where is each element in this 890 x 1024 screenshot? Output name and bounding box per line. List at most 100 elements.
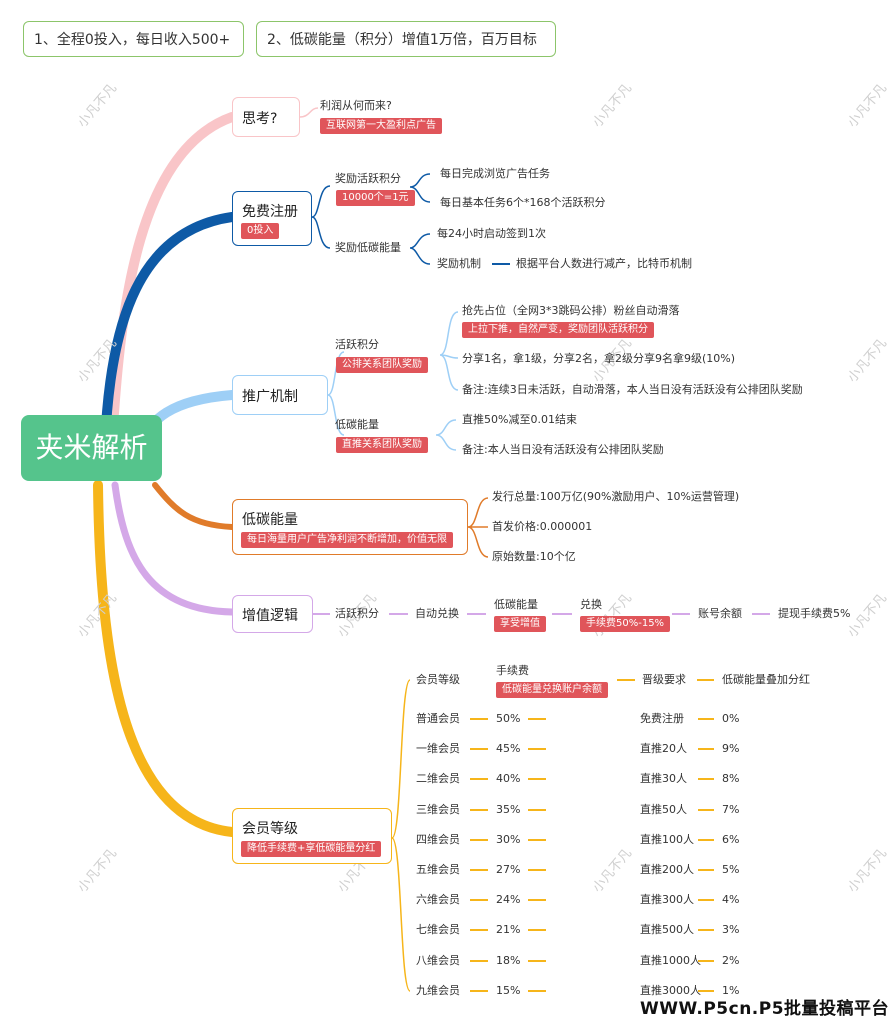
member-row-fee: 18%	[496, 954, 521, 967]
reg-active-item: 每日基本任务6个*168个活跃积分	[440, 196, 606, 209]
node-promo[interactable]: 推广机制	[232, 375, 328, 415]
member-row-level: 七维会员	[416, 923, 460, 936]
member-row-req: 直推1000人	[640, 954, 701, 967]
member-row-level: 九维会员	[416, 984, 460, 997]
member-row-req: 直推200人	[640, 863, 694, 876]
promo-a2: 分享1名，拿1级，分享2名，拿2级分享9名拿9级(10%)	[462, 352, 736, 365]
member-row-bonus: 5%	[722, 863, 740, 876]
member-row-level: 普通会员	[416, 712, 460, 725]
value-flow-energy-tag: 享受增值	[494, 616, 546, 632]
think-tag: 互联网第一大盈利点广告	[320, 118, 442, 134]
promo-active-label: 活跃积分	[335, 338, 379, 351]
member-row-bonus: 9%	[722, 742, 740, 755]
value-flow-active: 活跃积分	[335, 607, 379, 620]
promo-a3: 备注:连续3日未活跃，自动滑落，本人当日没有活跃没有公排团队奖励	[462, 383, 803, 396]
node-member-tag: 降低手续费+享低碳能量分红	[241, 841, 382, 857]
value-flow-withdraw: 提现手续费5%	[778, 607, 851, 620]
node-energy-title: 低碳能量	[242, 512, 298, 528]
promo-low-label: 低碳能量	[335, 418, 379, 431]
value-flow-energy: 低碳能量	[494, 598, 538, 611]
member-row-level: 一维会员	[416, 742, 460, 755]
think-question: 利润从何而来?	[320, 99, 392, 112]
promo-l1: 直推50%减至0.01结束	[462, 413, 577, 426]
reg-low-mech-desc: 根据平台人数进行减产，比特币机制	[516, 257, 692, 270]
member-row-req: 直推100人	[640, 833, 694, 846]
promo-a1: 抢先占位（全网3*3跳码公排）粉丝自动滑落	[462, 304, 680, 317]
member-row-bonus: 7%	[722, 803, 740, 816]
node-reg-tag: 0投入	[241, 223, 280, 239]
node-energy-tag: 每日海量用户广告净利润不断增加，价值无限	[241, 532, 453, 548]
promo-active-tag: 公排关系团队奖励	[336, 357, 428, 373]
member-row-req: 直推300人	[640, 893, 694, 906]
header-item-1: 1、全程0投入，每日收入500+	[23, 21, 244, 57]
node-think-title: 思考?	[242, 111, 278, 127]
reg-active-item: 每日完成浏览广告任务	[440, 167, 550, 180]
member-row-fee: 21%	[496, 923, 521, 936]
footer-watermark: WWW.P5cn.P5批量投稿平台	[640, 999, 890, 1019]
energy-item: 发行总量:100万亿(90%激励用户、10%运营管理)	[492, 490, 740, 503]
branch-reg	[100, 212, 237, 450]
member-row-req: 直推20人	[640, 742, 687, 755]
member-row-req: 直推30人	[640, 772, 687, 785]
member-row-fee: 24%	[496, 893, 521, 906]
promo-l2: 备注:本人当日没有活跃没有公排团队奖励	[462, 443, 664, 456]
node-value-title: 增值逻辑	[242, 608, 298, 624]
member-row-bonus: 2%	[722, 954, 740, 967]
member-head-fee-tag: 低碳能量兑换账户余额	[496, 682, 608, 698]
member-head-fee: 手续费	[496, 664, 529, 677]
value-flow-redeem-tag: 手续费50%-15%	[580, 616, 671, 632]
node-member-title: 会员等级	[242, 821, 298, 837]
branch-energy	[152, 482, 235, 530]
member-head-level: 会员等级	[416, 673, 460, 686]
member-row-level: 二维会员	[416, 772, 460, 785]
member-row-fee: 30%	[496, 833, 521, 846]
node-reg-title: 免费注册	[242, 204, 298, 220]
member-row-fee: 45%	[496, 742, 521, 755]
member-row-bonus: 6%	[722, 833, 740, 846]
node-member[interactable]: 会员等级 降低手续费+享低碳能量分红	[232, 808, 392, 864]
node-energy[interactable]: 低碳能量 每日海量用户广告净利润不断增加，价值无限	[232, 499, 468, 555]
member-row-fee: 50%	[496, 712, 521, 725]
member-head-bonus: 低碳能量叠加分红	[722, 673, 810, 686]
promo-a1-tag: 上拉下推，自然严变，奖励团队活跃积分	[462, 322, 654, 338]
member-head-req: 晋级要求	[642, 673, 686, 686]
energy-item: 原始数量:10个亿	[492, 550, 576, 563]
member-row-bonus: 1%	[722, 984, 740, 997]
node-reg[interactable]: 免费注册 0投入	[232, 191, 312, 246]
value-flow-redeem: 兑换	[580, 598, 602, 611]
member-row-bonus: 0%	[722, 712, 740, 725]
value-flow-exchange: 自动兑换	[415, 607, 459, 620]
branch-member	[93, 480, 237, 837]
member-row-req: 直推3000人	[640, 984, 701, 997]
member-row-fee: 27%	[496, 863, 521, 876]
member-row-req: 免费注册	[640, 712, 684, 725]
member-row-level: 六维会员	[416, 893, 460, 906]
node-promo-title: 推广机制	[242, 389, 298, 405]
member-row-level: 三维会员	[416, 803, 460, 816]
member-row-req: 直推500人	[640, 923, 694, 936]
root-node[interactable]: 夹米解析	[21, 415, 162, 481]
reg-active-tag: 10000个=1元	[336, 190, 415, 206]
reg-low-mech: 奖励机制	[437, 257, 481, 270]
member-row-bonus: 3%	[722, 923, 740, 936]
member-row-level: 四维会员	[416, 833, 460, 846]
energy-item: 首发价格:0.000001	[492, 520, 593, 533]
reg-low-item: 每24小时启动签到1次	[437, 227, 546, 240]
member-row-level: 五维会员	[416, 863, 460, 876]
branch-value	[111, 481, 236, 616]
member-row-bonus: 4%	[722, 893, 740, 906]
header-item-2: 2、低碳能量（积分）增值1万倍，百万目标	[256, 21, 556, 57]
node-think[interactable]: 思考?	[232, 97, 300, 137]
value-flow-balance: 账号余额	[698, 607, 742, 620]
member-row-bonus: 8%	[722, 772, 740, 785]
member-row-fee: 15%	[496, 984, 521, 997]
branch-think	[107, 112, 237, 450]
member-row-req: 直推50人	[640, 803, 687, 816]
promo-low-tag: 直推关系团队奖励	[336, 437, 428, 453]
member-row-fee: 35%	[496, 803, 521, 816]
reg-active-label: 奖励活跃积分	[335, 172, 401, 185]
node-value[interactable]: 增值逻辑	[232, 595, 313, 633]
reg-low-label: 奖励低碳能量	[335, 241, 401, 254]
member-row-fee: 40%	[496, 772, 521, 785]
member-row-level: 八维会员	[416, 954, 460, 967]
